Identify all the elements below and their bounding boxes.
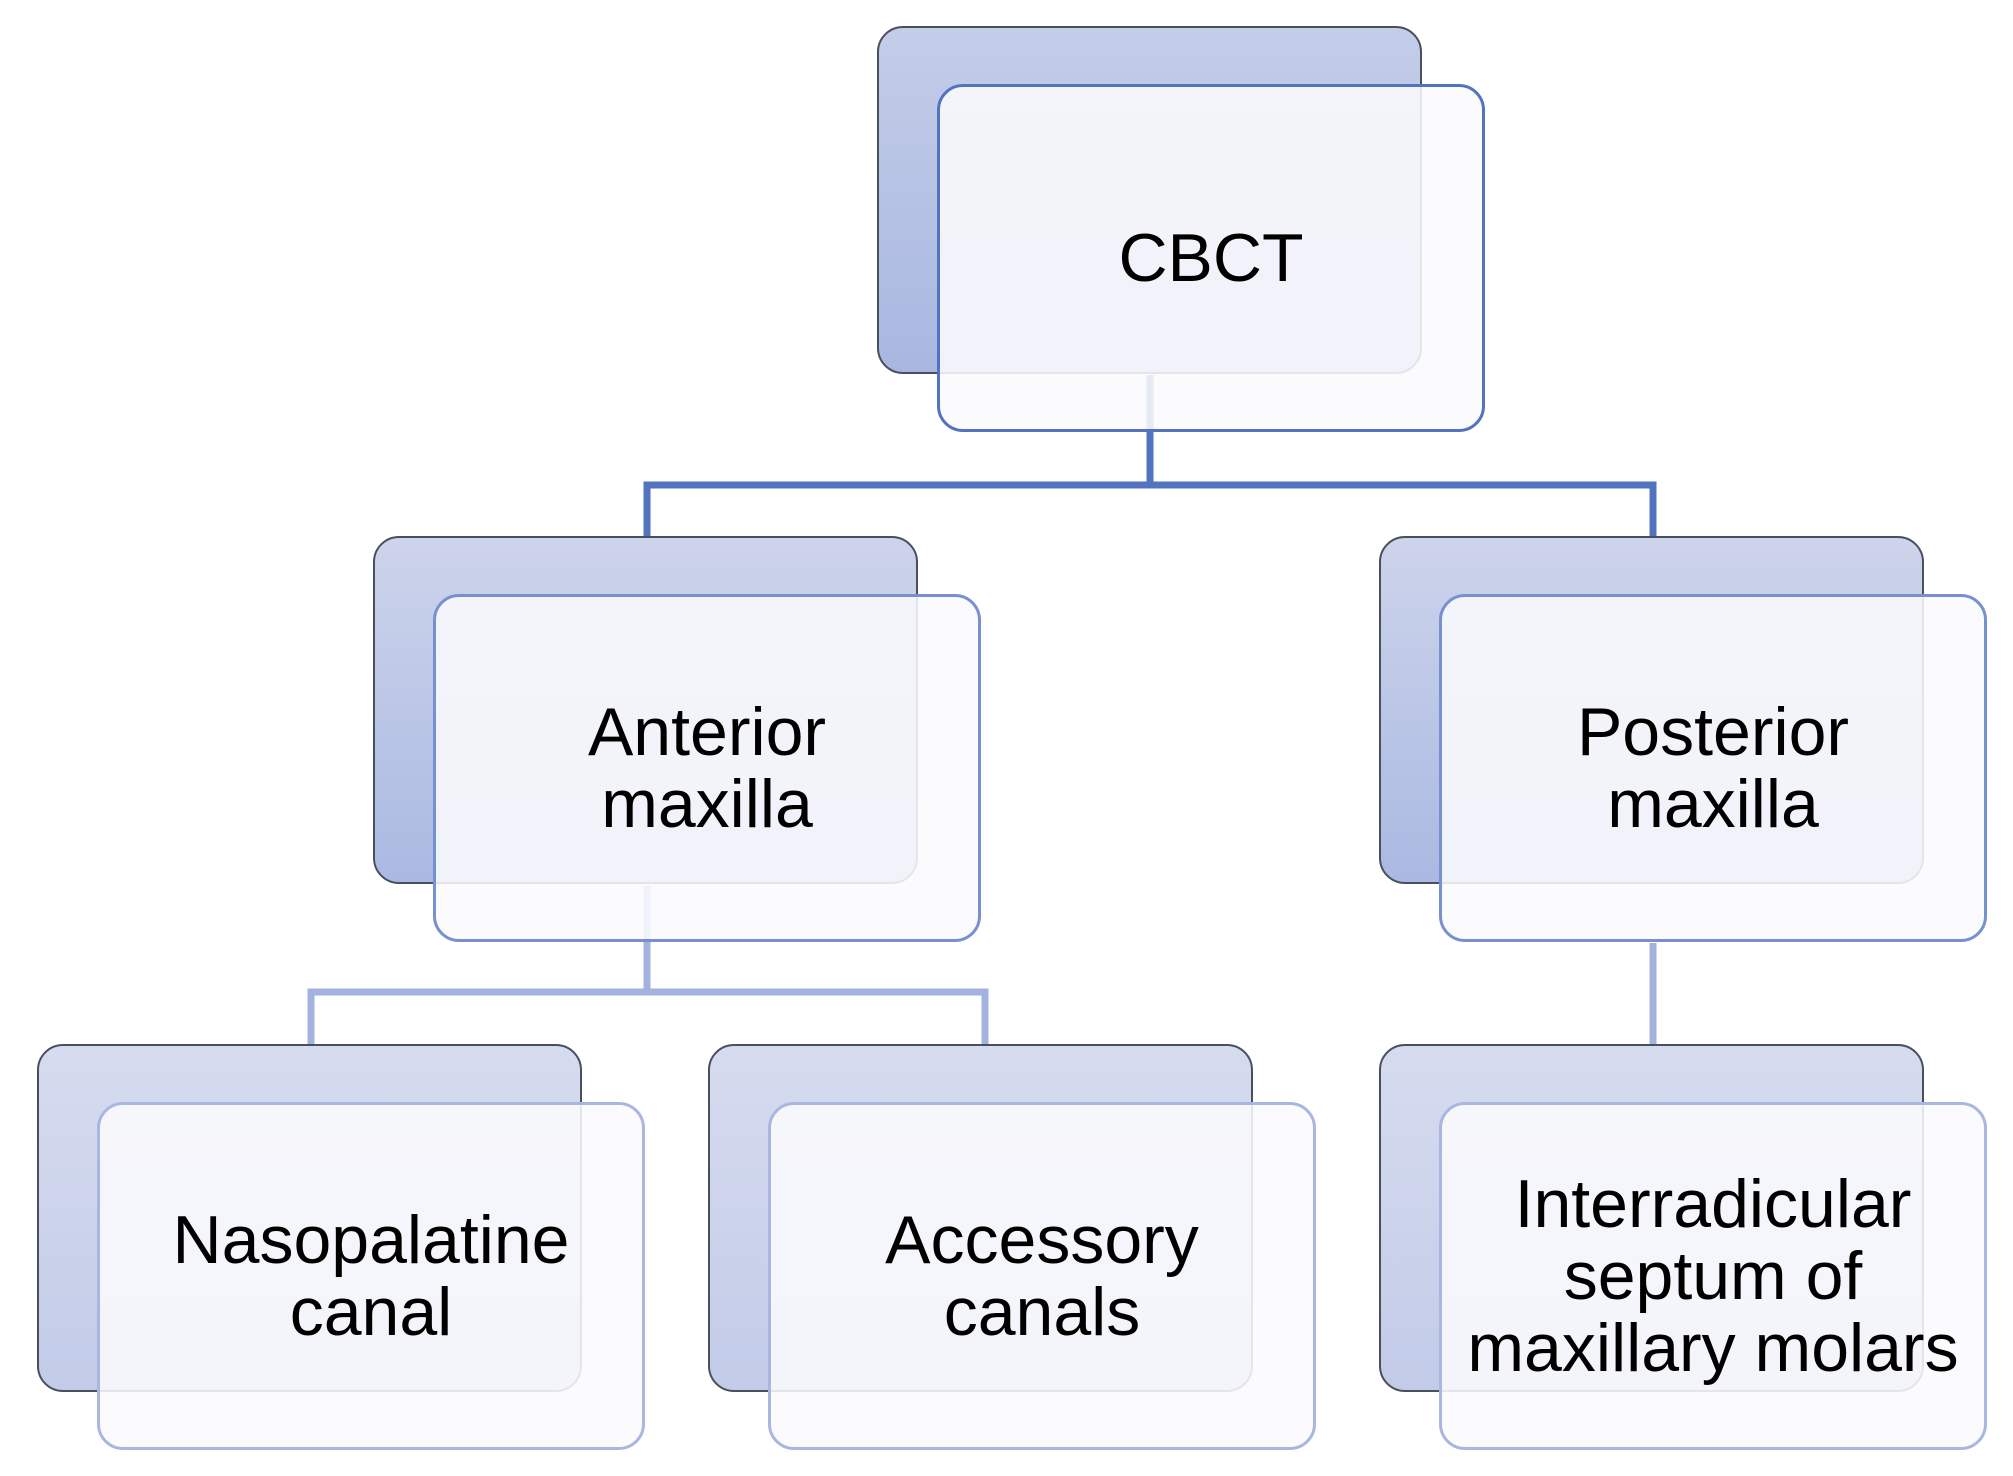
node-nasopalatine-canal-box: Nasopalatine canal [97,1102,645,1450]
node-posterior-maxilla-label: Posterior maxilla [1576,694,1850,842]
node-anterior-maxilla-box: Anterior maxilla [433,594,981,942]
node-posterior-maxilla: Posterior maxilla [1379,536,1987,942]
node-cbct-label: CBCT [1118,220,1304,296]
node-nasopalatine-canal-label: Nasopalatine canal [172,1202,570,1350]
node-cbct: CBCT [877,26,1485,432]
node-posterior-maxilla-box: Posterior maxilla [1439,594,1987,942]
node-nasopalatine-canal: Nasopalatine canal [37,1044,645,1450]
node-interradicular-septum-box: Interradicular septum of maxillary molar… [1439,1102,1987,1450]
node-anterior-maxilla-label: Anterior maxilla [587,694,827,842]
node-cbct-box: CBCT [937,84,1485,432]
connector-root-to-branches [643,481,1657,536]
node-accessory-canals-label: Accessory canals [885,1202,1199,1350]
node-anterior-maxilla: Anterior maxilla [373,536,981,942]
node-accessory-canals: Accessory canals [708,1044,1316,1450]
node-interradicular-septum-label: Interradicular septum of maxillary molar… [1467,1166,1959,1386]
node-interradicular-septum: Interradicular septum of maxillary molar… [1379,1044,1987,1450]
connector-anterior-to-leaves [307,988,989,1044]
node-accessory-canals-box: Accessory canals [768,1102,1316,1450]
